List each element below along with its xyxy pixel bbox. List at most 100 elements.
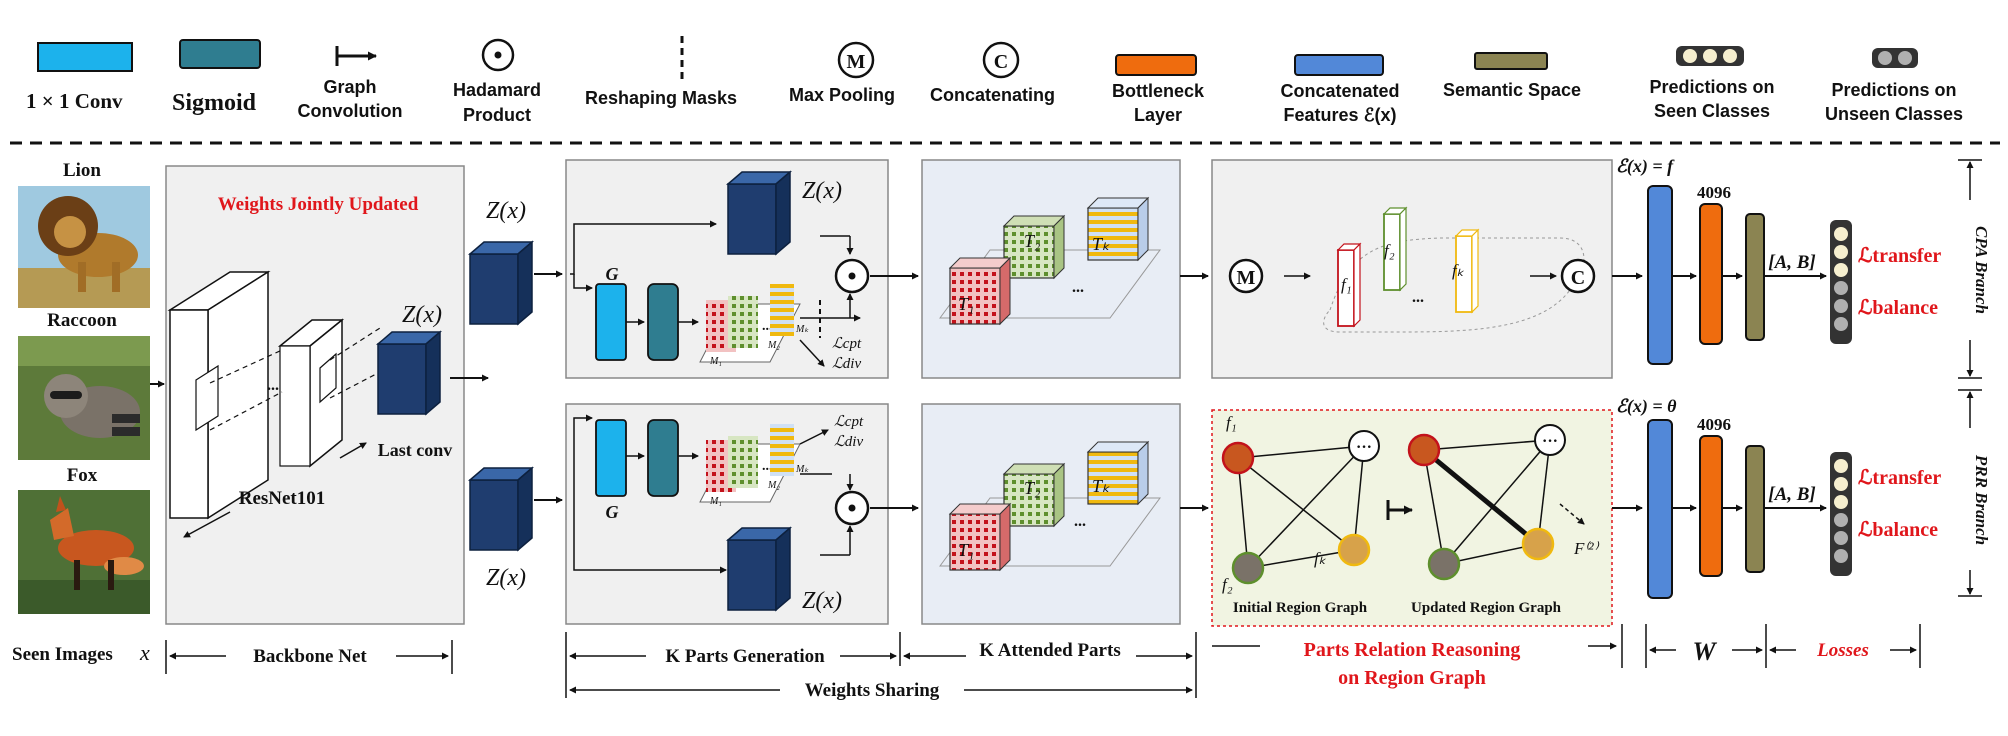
layer-dots: ...: [267, 377, 279, 394]
weights-jointly-updated: Weights Jointly Updated: [218, 194, 419, 215]
bottom-zx-cube: [469, 467, 533, 551]
prr-ex-label: ℰ(x) = θ: [1616, 396, 1677, 417]
last-conv-cube: [377, 331, 441, 415]
top-lcpt: ℒcpt: [832, 336, 862, 352]
last-conv-label: Last conv: [378, 440, 453, 460]
resnet-label: ResNet101: [239, 488, 326, 509]
reshaping-label: Reshaping Masks: [585, 88, 737, 108]
bottom-t1-cube: [948, 502, 1012, 572]
cpa-ex-label: ℰ(x) = f: [1616, 156, 1675, 177]
conv-legend-label: 1 × 1 Conv: [26, 89, 123, 113]
top-t2-cube: [1002, 214, 1066, 280]
bottom-g-label: G: [606, 502, 619, 522]
cpa-predictions: [1830, 220, 1852, 344]
cpa-l-transfer: ℒtransfer: [1858, 245, 1941, 267]
seen-pred-label-2: Seen Classes: [1654, 101, 1770, 121]
raccoon-label: Raccoon: [47, 310, 117, 331]
bottom-parts-zx-cube: [727, 527, 791, 611]
conv-legend-swatch: [37, 42, 133, 72]
updated-f2-node: [1427, 547, 1461, 581]
top-t2-label: T₂: [1024, 231, 1040, 251]
sigmoid-legend-swatch: [179, 39, 261, 69]
prr-branch-label: PRR Branch: [1972, 454, 1991, 545]
backbone-panel: Weights Jointly Updated ... Z(x) Last co…: [150, 165, 489, 625]
top-attention-masks: ... M₁ M₂ Mₖ: [699, 284, 809, 367]
cpa-ab-label: [A, B]: [1768, 252, 1816, 273]
initial-graph-label: Initial Region Graph: [1233, 600, 1368, 616]
svg-text:M₁: M₁: [709, 356, 722, 367]
concat-features-label-1: Concatenated: [1280, 81, 1399, 101]
bottom-attention-masks: ... M₁ M₂ Mₖ: [699, 424, 809, 507]
prr-semantic-space: [1745, 445, 1765, 573]
svg-text:...: ...: [762, 459, 773, 474]
f1-vector: [1336, 242, 1362, 328]
graph-convolution-icon: [335, 46, 377, 66]
resnet-layer-1: [167, 270, 271, 520]
svg-text:M₂: M₂: [767, 340, 780, 351]
bottom-ldiv: ℒdiv: [834, 434, 863, 450]
bottom-t2-label: T₂: [1024, 478, 1040, 498]
unseen-pred-label-2: Unseen Classes: [1825, 104, 1963, 124]
updated-more-node: [1534, 424, 1566, 456]
cpa-panel: M f₁ f₂ fₖ ... C: [1211, 159, 1643, 379]
k-parts-generation-label: K Parts Generation: [665, 646, 825, 667]
svg-text:Mₖ: Mₖ: [795, 464, 809, 475]
semantic-legend-swatch: [1474, 52, 1548, 70]
hadamard-icon: [481, 38, 515, 72]
svg-text:Mₖ: Mₖ: [795, 324, 809, 335]
f2nd-label: F⁽²⁾: [1573, 539, 1600, 558]
svg-text:C: C: [1571, 267, 1585, 289]
unseen-predictions-icon: [1872, 48, 1918, 68]
fox-image: [18, 490, 150, 614]
unseen-pred-label-1: Predictions on: [1831, 80, 1956, 100]
updated-f1-node: [1407, 433, 1441, 467]
prr-reasoning-label-2: on Region Graph: [1338, 667, 1486, 689]
top-ldiv: ℒdiv: [832, 356, 861, 372]
bottom-attended-dots: ...: [1074, 513, 1086, 530]
max-pooling-node: [1228, 258, 1264, 294]
bottleneck-label-2: Layer: [1134, 105, 1182, 125]
concat-features-label-2: Features ℰ(x): [1284, 105, 1397, 125]
top-zx-cube: [469, 241, 533, 325]
initial-f1-node: [1221, 441, 1255, 475]
svg-text:···: ···: [1356, 439, 1372, 456]
prr-f2-label: f₂: [1222, 575, 1233, 594]
bottom-sigmoid-block: [647, 419, 679, 497]
bottom-parts-generation-panel: G ... M₁ M₂ Mₖ ℒcpt ℒdiv Z(x): [565, 403, 919, 625]
svg-text:M: M: [847, 51, 866, 73]
top-t1-label: T₁: [958, 294, 974, 314]
prr-bottleneck: [1699, 435, 1723, 577]
initial-fk-node: [1337, 533, 1371, 567]
svg-text:M₁: M₁: [709, 496, 722, 507]
fk-vector: [1454, 228, 1480, 314]
hadamard-label-2: Product: [463, 105, 531, 125]
prr-predictions: [1830, 452, 1852, 576]
graph-convolution-arrow: [1386, 500, 1413, 520]
bottom-spans: Seen Images x Backbone Net K Parts Gener…: [12, 624, 1921, 701]
initial-region-graph: ··· f₁ f₂ fₖ: [1221, 413, 1380, 594]
input-images: Lion Raccoon Fox: [18, 160, 150, 614]
bottom-parts-zx-label: Z(x): [802, 588, 842, 614]
top-attended-dots: ...: [1072, 279, 1084, 296]
backbone-zx: Z(x): [402, 302, 442, 328]
svg-text:C: C: [994, 51, 1008, 73]
svg-text:M: M: [1237, 267, 1256, 289]
concat-features-legend-swatch: [1294, 54, 1384, 76]
prr-f1-label: f₁: [1226, 413, 1237, 432]
updated-fk-node: [1521, 527, 1555, 561]
prr-ab-label: [A, B]: [1768, 484, 1816, 505]
top-attended-parts-panel: T₁ T₂ Tₖ ...: [921, 159, 1209, 379]
graph-conv-label-2: Convolution: [298, 101, 403, 121]
prr-fk-label: fₖ: [1314, 549, 1327, 568]
top-t1-cube: [948, 256, 1012, 326]
graph-conv-label-1: Graph: [323, 77, 376, 97]
svg-text:···: ···: [1542, 433, 1558, 450]
top-tk-cube: [1086, 196, 1150, 262]
w-label: W: [1692, 637, 1717, 666]
bottom-lcpt: ℒcpt: [834, 414, 864, 430]
cpa-l-balance: ℒbalance: [1858, 297, 1938, 319]
seen-pred-label-1: Predictions on: [1649, 77, 1774, 97]
cpa-fk-label: fₖ: [1452, 261, 1465, 280]
f2-vector: [1382, 206, 1408, 292]
